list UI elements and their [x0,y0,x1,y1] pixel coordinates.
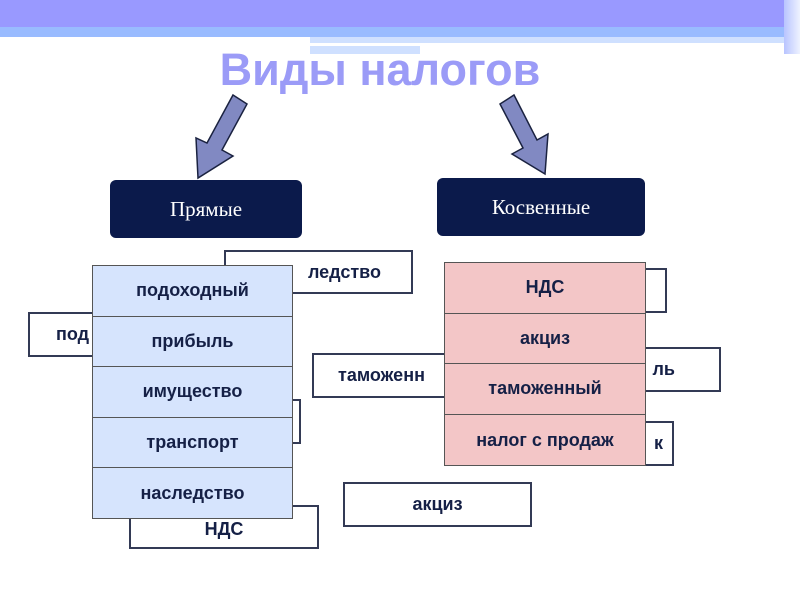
top-decor-stripe [310,46,420,54]
card-excise: акциз [343,482,532,527]
top-decor-stripe [310,37,790,43]
indirect-tax-item: акциз [445,314,645,365]
indirect-tax-item: таможенный [445,364,645,415]
arrow-right-icon [499,93,549,176]
arrow-left-icon [195,93,248,180]
indirect-tax-item: НДС [445,263,645,314]
top-decor-band-light [0,27,790,37]
top-decor-band [0,0,790,27]
direct-taxes-header: Прямые [110,180,302,238]
top-decor-edge [784,0,800,54]
direct-tax-item: транспорт [93,418,292,469]
slide-title: Виды налогов [219,44,541,95]
direct-tax-item: наследство [140,483,245,504]
indirect-taxes-list: НДС акциз таможенный налог с продаж [444,262,646,466]
indirect-tax-item: налог с продаж [476,429,614,450]
direct-tax-item: имущество [93,367,292,418]
direct-tax-item: прибыль [93,317,292,368]
card-customs: таможенн [312,353,462,398]
indirect-taxes-header: Косвенные [437,178,645,236]
direct-taxes-list: подоходный прибыль имущество транспорт н… [92,265,293,519]
direct-tax-item: подоходный [93,266,292,317]
